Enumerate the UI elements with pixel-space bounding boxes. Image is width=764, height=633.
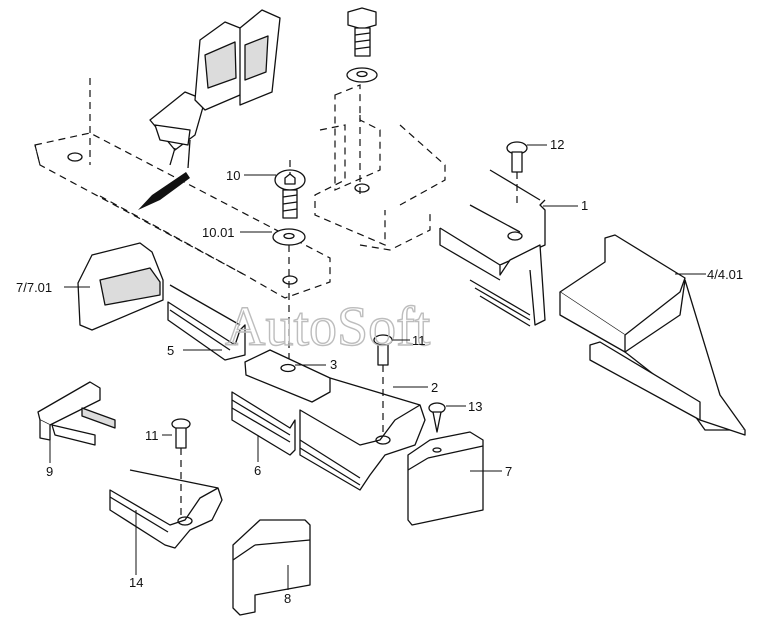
callout-1: 1 bbox=[581, 198, 588, 213]
callout-11-left: 11 bbox=[145, 428, 159, 443]
callout-7-7.01: 7/7.01 bbox=[16, 280, 52, 295]
block-4 bbox=[559, 234, 746, 436]
callout-6: 6 bbox=[254, 463, 261, 478]
callout-5: 5 bbox=[167, 343, 174, 358]
screw-11-center bbox=[373, 334, 393, 440]
callout-2: 2 bbox=[431, 380, 438, 395]
cap-8 bbox=[232, 519, 311, 616]
callout-3: 3 bbox=[330, 357, 337, 372]
callout-12: 12 bbox=[550, 137, 564, 152]
rail-14 bbox=[109, 469, 223, 549]
callout-13: 13 bbox=[468, 399, 482, 414]
callout-10.01: 10.01 bbox=[202, 225, 235, 240]
plate-3 bbox=[244, 349, 331, 403]
callout-7: 7 bbox=[505, 464, 512, 479]
bolt-10 bbox=[272, 160, 306, 370]
rail-5 bbox=[167, 284, 246, 361]
seat-illustration bbox=[149, 9, 281, 169]
screw-11-left bbox=[171, 418, 191, 520]
rail-1 bbox=[439, 169, 546, 327]
callout-11-right: 11 bbox=[412, 333, 426, 348]
callout-4-4.01: 4/4.01 bbox=[707, 267, 743, 282]
end-cap-7-7.01 bbox=[77, 242, 164, 331]
watermark: AutoSoft bbox=[225, 296, 431, 358]
bolt-top bbox=[346, 7, 378, 83]
rail-6 bbox=[231, 391, 296, 456]
callout-8: 8 bbox=[284, 591, 291, 606]
screw-13 bbox=[428, 402, 446, 433]
callout-9: 9 bbox=[46, 464, 53, 479]
direction-arrow bbox=[138, 172, 190, 210]
clip-9 bbox=[37, 381, 116, 446]
callout-10: 10 bbox=[226, 168, 240, 183]
leader-lines bbox=[49, 144, 706, 590]
end-cap-7 bbox=[407, 431, 484, 526]
callout-14: 14 bbox=[129, 575, 143, 590]
floor-plate bbox=[34, 78, 331, 299]
dashed-housing bbox=[314, 84, 446, 251]
rail-2 bbox=[299, 377, 426, 491]
